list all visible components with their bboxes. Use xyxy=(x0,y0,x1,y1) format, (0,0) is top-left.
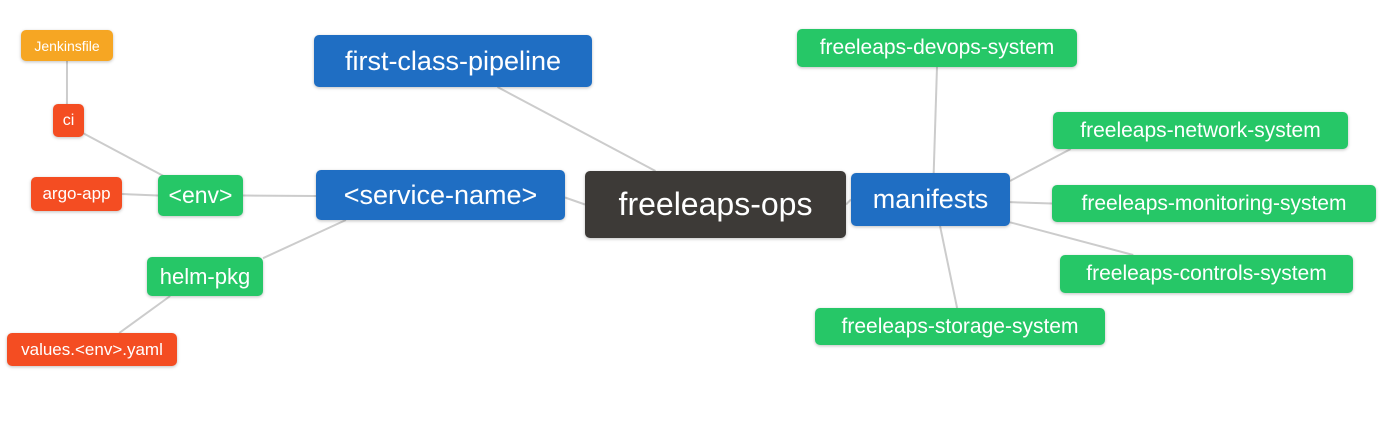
node-manifests[interactable]: manifests xyxy=(851,173,1010,226)
edge-manifests-network xyxy=(1009,148,1072,182)
node-devops[interactable]: freeleaps-devops-system xyxy=(797,29,1077,67)
edge-env-service xyxy=(242,194,317,197)
node-label: argo-app xyxy=(42,184,111,203)
node-label: manifests xyxy=(872,184,989,214)
node-label: first-class-pipeline xyxy=(344,45,562,76)
edge-argo-env xyxy=(121,193,159,197)
node-label: freeleaps-network-system xyxy=(1080,118,1321,142)
edge-ops-manifests xyxy=(845,198,852,206)
node-label: helm-pkg xyxy=(159,263,251,289)
node-label: Jenkinsfile xyxy=(34,37,100,54)
node-label: ci xyxy=(62,111,75,129)
edge-ci-env xyxy=(80,131,165,178)
edge-manifests-storage xyxy=(939,225,959,309)
node-helm[interactable]: helm-pkg xyxy=(147,257,263,296)
node-argo[interactable]: argo-app xyxy=(31,177,122,211)
node-label: freeleaps-ops xyxy=(618,186,813,222)
node-label: values.<env>.yaml xyxy=(21,339,163,359)
node-label: freeleaps-controls-system xyxy=(1086,262,1327,285)
edge-service-ops xyxy=(564,196,586,206)
edge-values-helm xyxy=(118,295,171,334)
node-env[interactable]: <env> xyxy=(158,175,243,216)
node-label: freeleaps-devops-system xyxy=(819,36,1055,59)
node-controls[interactable]: freeleaps-controls-system xyxy=(1060,255,1353,293)
edge-manifests-controls xyxy=(1009,221,1134,256)
edge-fcp-ops xyxy=(497,86,656,172)
node-service[interactable]: <service-name> xyxy=(316,170,565,220)
edge-helm-service xyxy=(262,219,347,260)
node-storage[interactable]: freeleaps-storage-system xyxy=(815,308,1105,345)
node-label: freeleaps-storage-system xyxy=(841,314,1079,338)
node-fcp[interactable]: first-class-pipeline xyxy=(314,35,592,87)
node-monitoring[interactable]: freeleaps-monitoring-system xyxy=(1052,185,1376,222)
node-values[interactable]: values.<env>.yaml xyxy=(7,333,177,366)
node-ops[interactable]: freeleaps-ops xyxy=(585,171,846,238)
node-label: <service-name> xyxy=(343,179,538,210)
node-label: <env> xyxy=(168,182,233,208)
node-label: freeleaps-monitoring-system xyxy=(1081,191,1347,215)
edge-manifests-devops xyxy=(932,66,938,174)
node-jenkinsfile[interactable]: Jenkinsfile xyxy=(21,30,113,61)
node-network[interactable]: freeleaps-network-system xyxy=(1053,112,1348,149)
node-ci[interactable]: ci xyxy=(53,104,84,137)
edge-manifests-monitoring xyxy=(1009,201,1053,205)
